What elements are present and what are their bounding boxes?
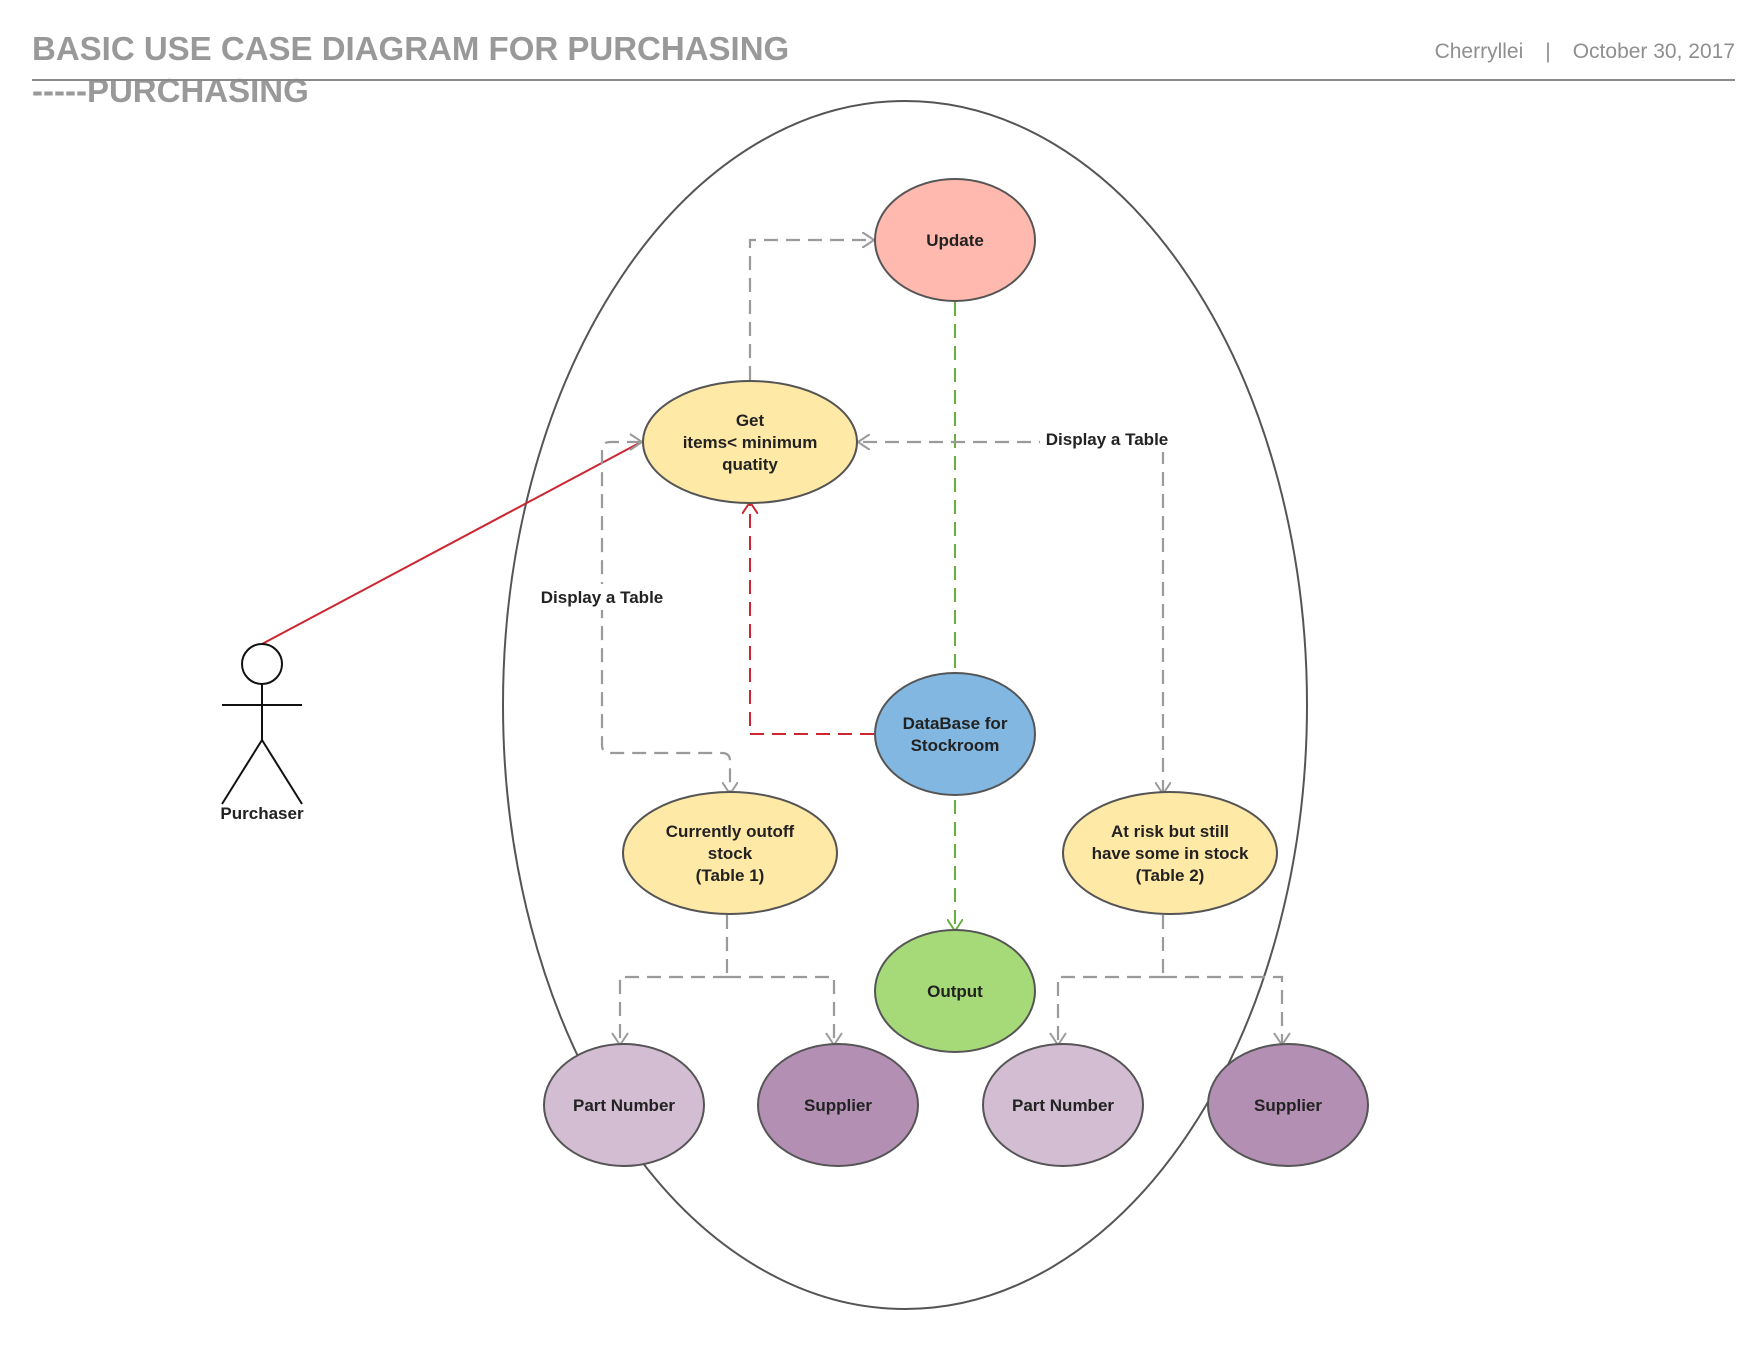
use-case-get-items-label: Get items< minimum quatity [683, 411, 818, 474]
use-case-supplier-1-label: Supplier [804, 1096, 872, 1115]
label-line: Output [927, 982, 983, 1001]
use-case-at-risk-shape [1062, 791, 1278, 915]
use-case-database-shape [874, 672, 1036, 796]
actor-left-leg [221, 739, 263, 805]
title-line-2: -----PURCHASING [32, 72, 309, 109]
diagram-title: BASIC USE CASE DIAGRAM FOR PURCHASING --… [32, 28, 789, 112]
use-case-supplier-1-shape [757, 1043, 919, 1167]
edge-label-display-table-right: Display a Table [1046, 430, 1169, 449]
dependency-get-to-update [748, 240, 874, 380]
label-line: At risk but still [1111, 822, 1229, 841]
header-rule [32, 79, 1735, 81]
label-line: Supplier [1254, 1096, 1322, 1115]
use-case-supplier-2[interactable]: Supplier [1207, 1043, 1369, 1167]
dependency-table2-branch [1056, 915, 1284, 1044]
use-case-part-number-2-shape [982, 1043, 1144, 1167]
label-line: Supplier [804, 1096, 872, 1115]
use-case-part-number-1-shape [543, 1043, 705, 1167]
label-line: Get [736, 411, 765, 430]
label-line: stock [708, 844, 753, 863]
use-case-update-shape [874, 178, 1036, 302]
system-boundary [502, 100, 1308, 1310]
use-case-get-items-shape [642, 380, 858, 504]
dependency-left-loop [600, 440, 730, 794]
use-case-get-items[interactable]: Get items< minimum quatity [642, 380, 858, 504]
use-case-out-of-stock-label: Currently outoff stock (Table 1) [666, 822, 795, 885]
use-case-part-number-2-label: Part Number [1012, 1096, 1114, 1115]
edge-label-right-bg [1040, 426, 1178, 452]
edge-label-display-table-left: Display a Table [541, 588, 664, 607]
use-case-output-label: Output [927, 982, 983, 1001]
use-case-supplier-1[interactable]: Supplier [757, 1043, 919, 1167]
use-case-supplier-2-shape [1207, 1043, 1369, 1167]
label-line: Stockroom [911, 736, 1000, 755]
actor-right-leg [261, 739, 303, 805]
actor-label: Purchaser [220, 804, 304, 823]
label-line: DataBase for [903, 714, 1008, 733]
label-line: Part Number [1012, 1096, 1114, 1115]
association-line [261, 439, 646, 645]
label-line: Currently outoff [666, 822, 795, 841]
use-case-out-of-stock-shape [622, 791, 838, 915]
use-case-supplier-2-label: Supplier [1254, 1096, 1322, 1115]
database-to-get-link [750, 502, 874, 735]
use-case-output-shape [874, 929, 1036, 1053]
header-meta: Cherryllei | October 30, 2017 [1435, 40, 1735, 64]
author-name: Cherryllei [1434, 40, 1524, 63]
use-case-part-number-2[interactable]: Part Number [982, 1043, 1144, 1167]
actor-head [241, 643, 283, 685]
use-case-at-risk-label: At risk but still have some in stock (Tabl… [1092, 822, 1249, 885]
header-separator: | [1545, 40, 1551, 63]
use-case-output[interactable]: Output [874, 929, 1036, 1053]
use-case-update-label: Update [926, 231, 984, 250]
label-line: quatity [722, 455, 778, 474]
actor-purchaser[interactable]: Purchaser [220, 643, 304, 823]
diagram-date: October 30, 2017 [1572, 40, 1735, 63]
use-case-at-risk[interactable]: At risk but still have some in stock (Tabl… [1062, 791, 1278, 915]
use-case-update[interactable]: Update [874, 178, 1036, 302]
title-line-1: BASIC USE CASE DIAGRAM FOR PURCHASING [32, 30, 790, 67]
edge-label-left-bg [534, 584, 670, 610]
label-line: (Table 2) [1136, 866, 1205, 885]
label-line: items< minimum [683, 433, 818, 452]
use-case-part-number-1[interactable]: Part Number [543, 1043, 705, 1167]
label-line: (Table 1) [696, 866, 765, 885]
label-line: have some in stock [1092, 844, 1249, 863]
use-case-out-of-stock[interactable]: Currently outoff stock (Table 1) [622, 791, 838, 915]
label-line: Update [926, 231, 984, 250]
use-case-part-number-1-label: Part Number [573, 1096, 675, 1115]
dependency-table1-branch [618, 915, 836, 1044]
label-line: Part Number [573, 1096, 675, 1115]
